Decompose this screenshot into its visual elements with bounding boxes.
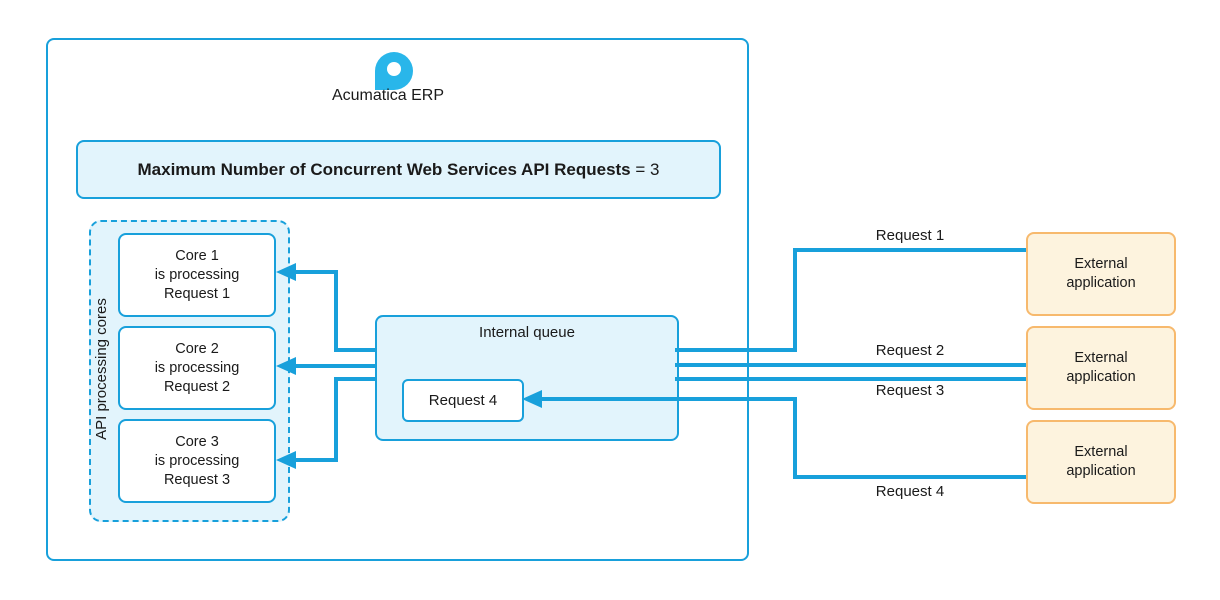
external-app-3-box: External application <box>1026 420 1176 504</box>
request2-label: Request 2 <box>875 342 945 359</box>
external-app-1-box: External application <box>1026 232 1176 316</box>
core-3-line2: is processing <box>154 452 240 469</box>
external-app-1-line1: External <box>1074 256 1128 272</box>
request4-line-v <box>793 397 797 479</box>
core-1-box: Core 1 is processing Request 1 <box>118 233 276 317</box>
core-1-line3: Request 1 <box>163 285 231 302</box>
external-app-3-line1: External <box>1074 444 1128 460</box>
request2-line-h <box>675 363 1026 367</box>
erp-title: Acumatica ERP <box>331 87 445 104</box>
core3-line-h-queue <box>334 377 375 381</box>
core1-line-h-arrow <box>294 270 338 274</box>
acumatica-logo-icon <box>375 52 413 90</box>
external-app-2-box: External application <box>1026 326 1176 410</box>
core-3-line1: Core 3 <box>175 433 219 450</box>
request4-line-h-bottom <box>793 475 1026 479</box>
banner-text: Maximum Number of Concurrent Web Service… <box>138 160 660 180</box>
request-4-box-label: Request 4 <box>428 392 498 409</box>
request1-line-h-top <box>793 248 1026 252</box>
core-2-box: Core 2 is processing Request 2 <box>118 326 276 410</box>
core3-line-h-arrow <box>294 458 338 462</box>
cores-panel-label: API processing cores <box>93 298 110 440</box>
core-2-line2: is processing <box>154 359 240 376</box>
external-app-3-line2: application <box>1066 463 1136 479</box>
core-3-line3: Request 3 <box>163 471 231 488</box>
request4-label: Request 4 <box>875 483 945 500</box>
core-2-line1: Core 2 <box>175 340 219 357</box>
external-app-2-line2: application <box>1066 369 1136 385</box>
core-3-box: Core 3 is processing Request 3 <box>118 419 276 503</box>
core3-line-v <box>334 377 338 462</box>
core2-arrowhead-icon <box>276 357 296 375</box>
banner-text-bold: Maximum Number of Concurrent Web Service… <box>137 159 631 179</box>
request3-line-h <box>675 377 1026 381</box>
request4-arrowhead-icon <box>522 390 542 408</box>
core3-arrowhead-icon <box>276 451 296 469</box>
request1-line-v <box>793 248 797 352</box>
core-1-line1: Core 1 <box>175 247 219 264</box>
internal-queue-label: Internal queue <box>479 324 575 341</box>
core-1-line2: is processing <box>154 266 240 283</box>
banner-text-value: = 3 <box>630 159 660 179</box>
request4-line-h-queue <box>540 397 797 401</box>
max-concurrent-requests-banner: Maximum Number of Concurrent Web Service… <box>76 140 721 199</box>
core-2-line3: Request 2 <box>163 378 231 395</box>
request1-line-h-queue <box>675 348 797 352</box>
internal-queue-box: Internal queue <box>375 315 679 441</box>
core1-line-h-queue <box>334 348 375 352</box>
request1-label: Request 1 <box>875 227 945 244</box>
acumatica-logo-hole <box>387 62 401 76</box>
request-4-box: Request 4 <box>402 379 524 422</box>
request3-label: Request 3 <box>875 382 945 399</box>
external-app-1-line2: application <box>1066 275 1136 291</box>
core1-line-v <box>334 270 338 352</box>
core1-arrowhead-icon <box>276 263 296 281</box>
core2-line-h <box>294 364 375 368</box>
external-app-2-line1: External <box>1074 350 1128 366</box>
